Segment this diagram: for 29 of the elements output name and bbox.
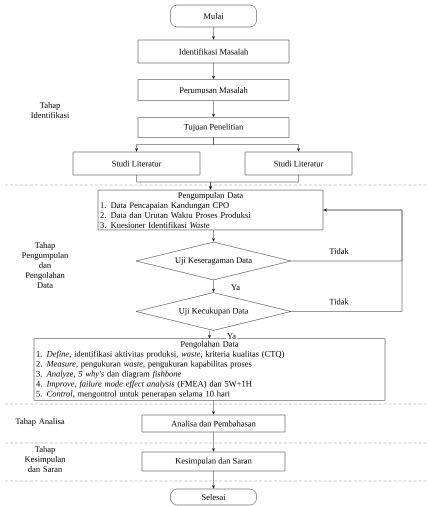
process-box: Studi Literatur — [244, 152, 352, 176]
arrow — [212, 230, 215, 242]
arrow — [291, 208, 402, 312]
process-box: Studi Literatur — [72, 152, 200, 176]
arrow — [212, 432, 215, 452]
stage-label: Tahap Analisa — [16, 418, 64, 426]
process-box: Pengumpulan Data 1. Data Pencapaian Kandungan CPO 2. Data dan Urutan Waktu Proses Produksi 3. Kuesioner Identifikasi Waste — [98, 190, 324, 230]
edge-label: Ya — [227, 333, 236, 339]
arrow — [212, 100, 215, 117]
stage-label: Tahap Identifikasi — [31, 102, 70, 118]
stage-label: Tahap Kesimpulan dan Saran — [24, 446, 66, 472]
arrow — [213, 138, 300, 152]
process-box: Identifikasi Masalah — [138, 40, 290, 64]
arrow — [212, 400, 215, 414]
arrow — [212, 63, 215, 79]
edge-label: Tidak — [329, 298, 349, 304]
process-box: Pengolahan Data 1. Define, identifikasi aktivitas produksi, waste, kriteria kualitas (CTQ) 2. Measure, pengukuran waste, pengukuran kapabilitas proses 3. Analyze, 5 why's dan diagram fishbone 4. Improve, failure mode effect analysis (FMEA) dan 5W+1H 5. Control, mengontrol untuk penerapan selama 10 hari — [34, 338, 386, 400]
edge-label: Ya — [231, 284, 240, 290]
process-box: Kesimpulan dan Saran — [142, 452, 286, 472]
arrow — [212, 27, 215, 40]
process-box: Perumusan Masalah — [138, 79, 290, 101]
process-box: Tujuan Penelitian — [138, 117, 290, 138]
arrow — [209, 175, 299, 190]
arrow — [208, 330, 211, 338]
arrow — [212, 471, 215, 488]
edge-label: Tidak — [329, 248, 349, 254]
process-box: Analisa dan Pembahasan — [142, 414, 286, 432]
arrow — [212, 280, 215, 292]
stage-label: Tahap Pengumpulan dan Pengolahan Data — [22, 242, 68, 288]
